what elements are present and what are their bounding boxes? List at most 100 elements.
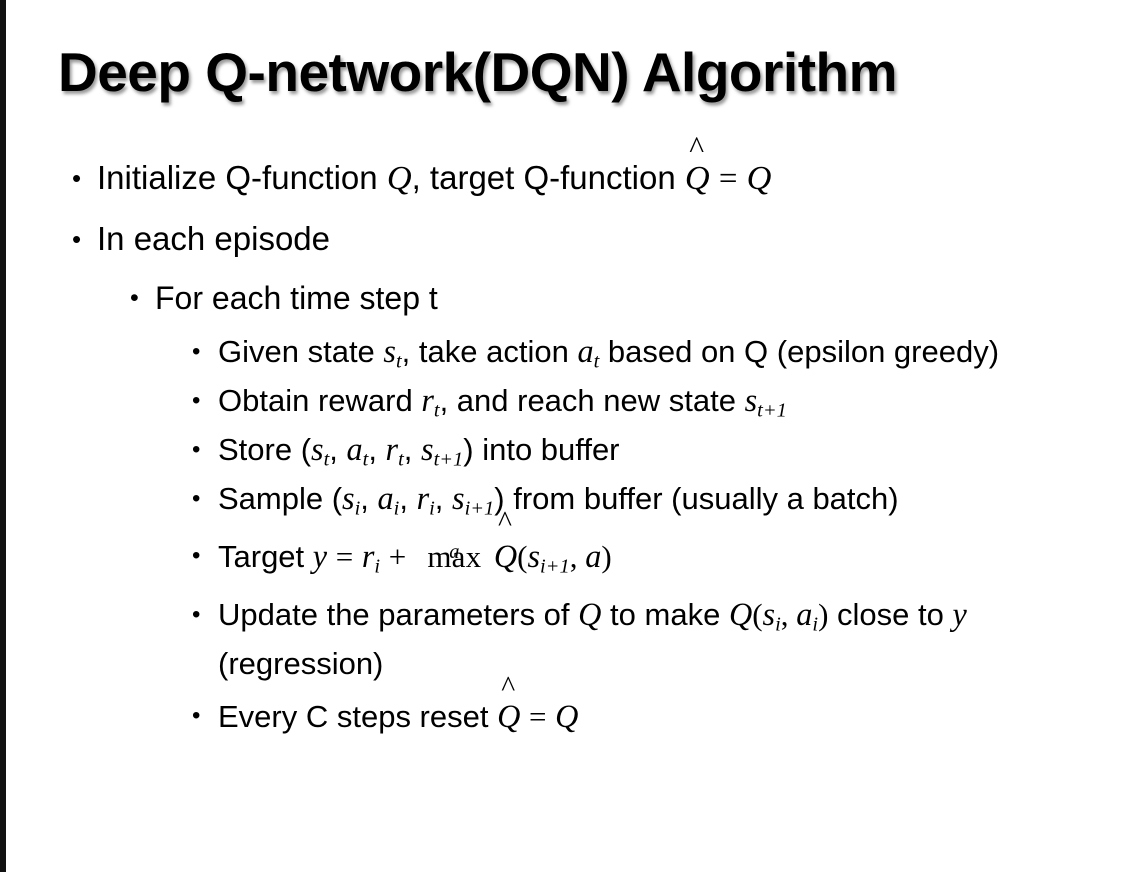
math-subscript: t+1 <box>757 399 787 422</box>
bullet-marker-icon: • <box>192 542 201 569</box>
math-r-t: rt <box>385 431 404 470</box>
text-fragment: Every C steps reset <box>218 699 498 734</box>
math-subscript: i+1 <box>464 497 495 520</box>
math-var-s: s <box>452 480 465 516</box>
math-var-q: Q <box>386 159 412 197</box>
math-a-t: at <box>346 431 369 470</box>
math-q-hat: ^Q <box>497 672 521 744</box>
math-s-i-plus-1: si+1 <box>452 480 494 519</box>
bullet-marker-icon: • <box>192 601 201 628</box>
math-var-s: s <box>342 480 355 516</box>
math-comma: , <box>569 539 586 574</box>
math-var-s: s <box>527 538 540 574</box>
text-fragment: , target Q-function <box>411 159 685 196</box>
bullet-text: Every C steps reset ^Q = Q <box>218 672 1108 745</box>
math-s-t-plus-1: st+1 <box>421 431 463 470</box>
text-fragment: Initialize Q-function <box>97 159 387 196</box>
math-s-t-plus-1: st+1 <box>744 382 787 421</box>
math-var-a: a <box>796 596 813 632</box>
text-fragment: close to <box>828 597 953 632</box>
text-fragment: Target <box>218 539 313 574</box>
text-fragment: , <box>399 481 417 516</box>
math-equals: = <box>718 161 738 197</box>
math-a-t: at <box>577 333 599 372</box>
slide-title: Deep Q-network(DQN) Algorithm <box>58 41 898 103</box>
text-fragment: Obtain reward <box>218 383 422 418</box>
math-var-a: a <box>577 333 594 369</box>
bullet-text: In each episode <box>97 220 331 257</box>
bullet-text: Initialize Q-function Q, target Q-functi… <box>97 132 1108 209</box>
math-var-s: s <box>744 382 758 418</box>
bullet-marker-icon: • <box>192 338 201 365</box>
math-comma: , <box>780 597 797 632</box>
math-s-i-plus-1: si+1 <box>527 538 569 577</box>
math-q-hat: ^Q <box>494 507 517 589</box>
bullet-marker-icon: • <box>192 436 201 463</box>
math-subscript: t <box>398 448 404 471</box>
math-subscript: i <box>393 497 400 520</box>
bullet-marker-icon: • <box>192 387 201 414</box>
bullet-sample-from-buffer: • Sample (si, ai, ri, si+1) from buffer … <box>192 474 1108 523</box>
math-max-subscript: a <box>449 541 460 563</box>
math-subscript: t+1 <box>433 448 464 471</box>
math-subscript: i <box>812 613 819 636</box>
bullet-marker-icon: • <box>192 702 201 729</box>
math-subscript: i <box>354 497 361 520</box>
slide-body: • Initialize Q-function Q, target Q-func… <box>58 132 1108 745</box>
bullet-initialize-q-function: • Initialize Q-function Q, target Q-func… <box>72 132 1108 209</box>
math-s-t: st <box>311 431 329 470</box>
math-var-q2: Q <box>728 596 753 632</box>
math-var-a: a <box>585 538 602 574</box>
math-plus: + <box>388 539 407 574</box>
math-q-hat: ^Q <box>684 132 710 208</box>
math-subscript: t <box>362 448 369 471</box>
text-fragment: Given state <box>218 334 384 369</box>
bullet-marker-icon: • <box>192 485 201 512</box>
bullet-obtain-reward-reach-state: • Obtain reward rt, and reach new state … <box>192 376 1108 425</box>
math-equals: = <box>335 539 354 574</box>
math-subscript: t <box>323 448 330 471</box>
text-fragment: Sample ( <box>218 481 343 516</box>
math-paren-open: ( <box>517 539 528 574</box>
math-subscript: i+1 <box>540 555 570 578</box>
hat-accent-icon: ^ <box>497 505 512 538</box>
math-r-i: ri <box>361 538 380 577</box>
bullet-marker-icon: • <box>130 284 139 312</box>
text-fragment: Update the parameters of <box>218 597 579 632</box>
math-paren-close: ) <box>601 539 612 574</box>
math-q-of-s-a: Q(si, ai) <box>728 596 828 635</box>
math-max-label: max <box>427 539 482 574</box>
bullet-text: Store (st, at, rt, st+1) into buffer <box>218 425 1108 474</box>
math-subscript: i <box>775 613 781 636</box>
bullet-in-each-episode: • In each episode <box>72 209 1108 269</box>
text-fragment: ) from buffer (usually a batch) <box>494 481 899 516</box>
text-fragment: based on Q (epsilon greedy) <box>599 334 1000 369</box>
math-var-y: y <box>312 538 328 574</box>
math-var-qhat-base: Q <box>497 698 521 734</box>
bullet-text: Given state st, take action at based on … <box>218 327 1108 376</box>
math-var-q: Q <box>578 596 602 632</box>
math-var-s: s <box>421 431 434 467</box>
math-var-r: r <box>385 431 399 467</box>
math-var-r: r <box>361 538 375 574</box>
bullet-text: Sample (si, ai, ri, si+1) from buffer (u… <box>218 474 1108 523</box>
text-fragment: Store ( <box>218 432 312 467</box>
text-fragment: , <box>368 432 386 467</box>
math-var-qhat-base: Q <box>684 159 710 197</box>
math-var-a: a <box>346 431 363 467</box>
text-fragment: ) into buffer <box>463 432 620 467</box>
bullet-marker-icon: • <box>72 224 82 254</box>
bullet-text: Obtain reward rt, and reach new state st… <box>218 376 1108 425</box>
math-var-s: s <box>311 431 324 467</box>
bullet-given-state-take-action: • Given state st, take action at based o… <box>192 327 1108 376</box>
math-var-s: s <box>762 596 776 632</box>
math-s-i: si <box>342 480 360 519</box>
math-r-t: rt <box>421 382 439 421</box>
text-fragment: , <box>329 432 347 467</box>
math-r-i: ri <box>417 480 435 519</box>
math-subscript: i <box>374 555 381 578</box>
bullet-text: Update the parameters of Q to make Q(si,… <box>218 590 1108 688</box>
